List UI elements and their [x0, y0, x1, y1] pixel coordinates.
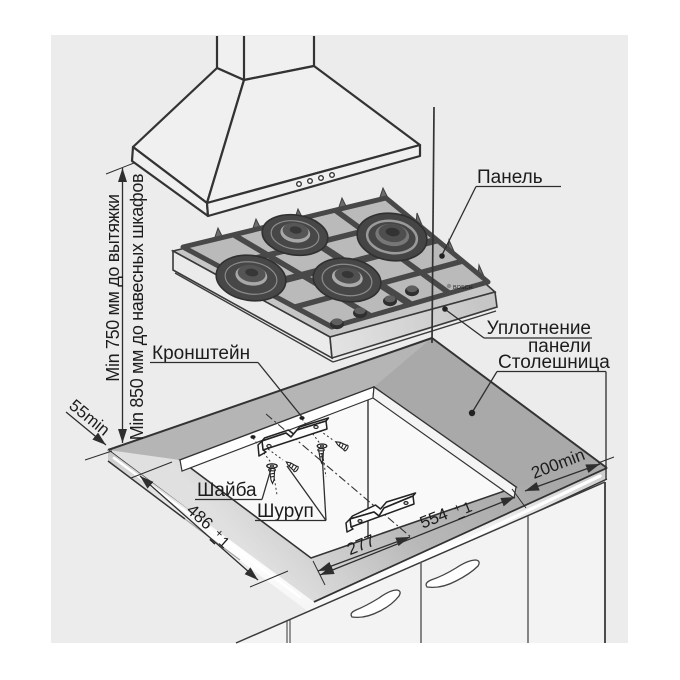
- svg-text:Кронштейн: Кронштейн: [152, 343, 250, 364]
- svg-text:панели: панели: [528, 336, 591, 357]
- svg-text:Столешница: Столешница: [498, 352, 610, 373]
- svg-text:BOSCH: BOSCH: [453, 285, 473, 291]
- svg-text:Панель: Панель: [477, 167, 543, 188]
- svg-text:Уплотнение: Уплотнение: [487, 318, 591, 339]
- svg-text:Min 750 мм до вытяжки: Min 750 мм до вытяжки: [103, 194, 123, 381]
- svg-text:Шайба: Шайба: [197, 480, 257, 501]
- svg-text:Шуруп: Шуруп: [257, 501, 314, 522]
- svg-text:Min 850 мм до навесных шкафов: Min 850 мм до навесных шкафов: [127, 174, 147, 440]
- svg-text:+: +: [451, 500, 463, 516]
